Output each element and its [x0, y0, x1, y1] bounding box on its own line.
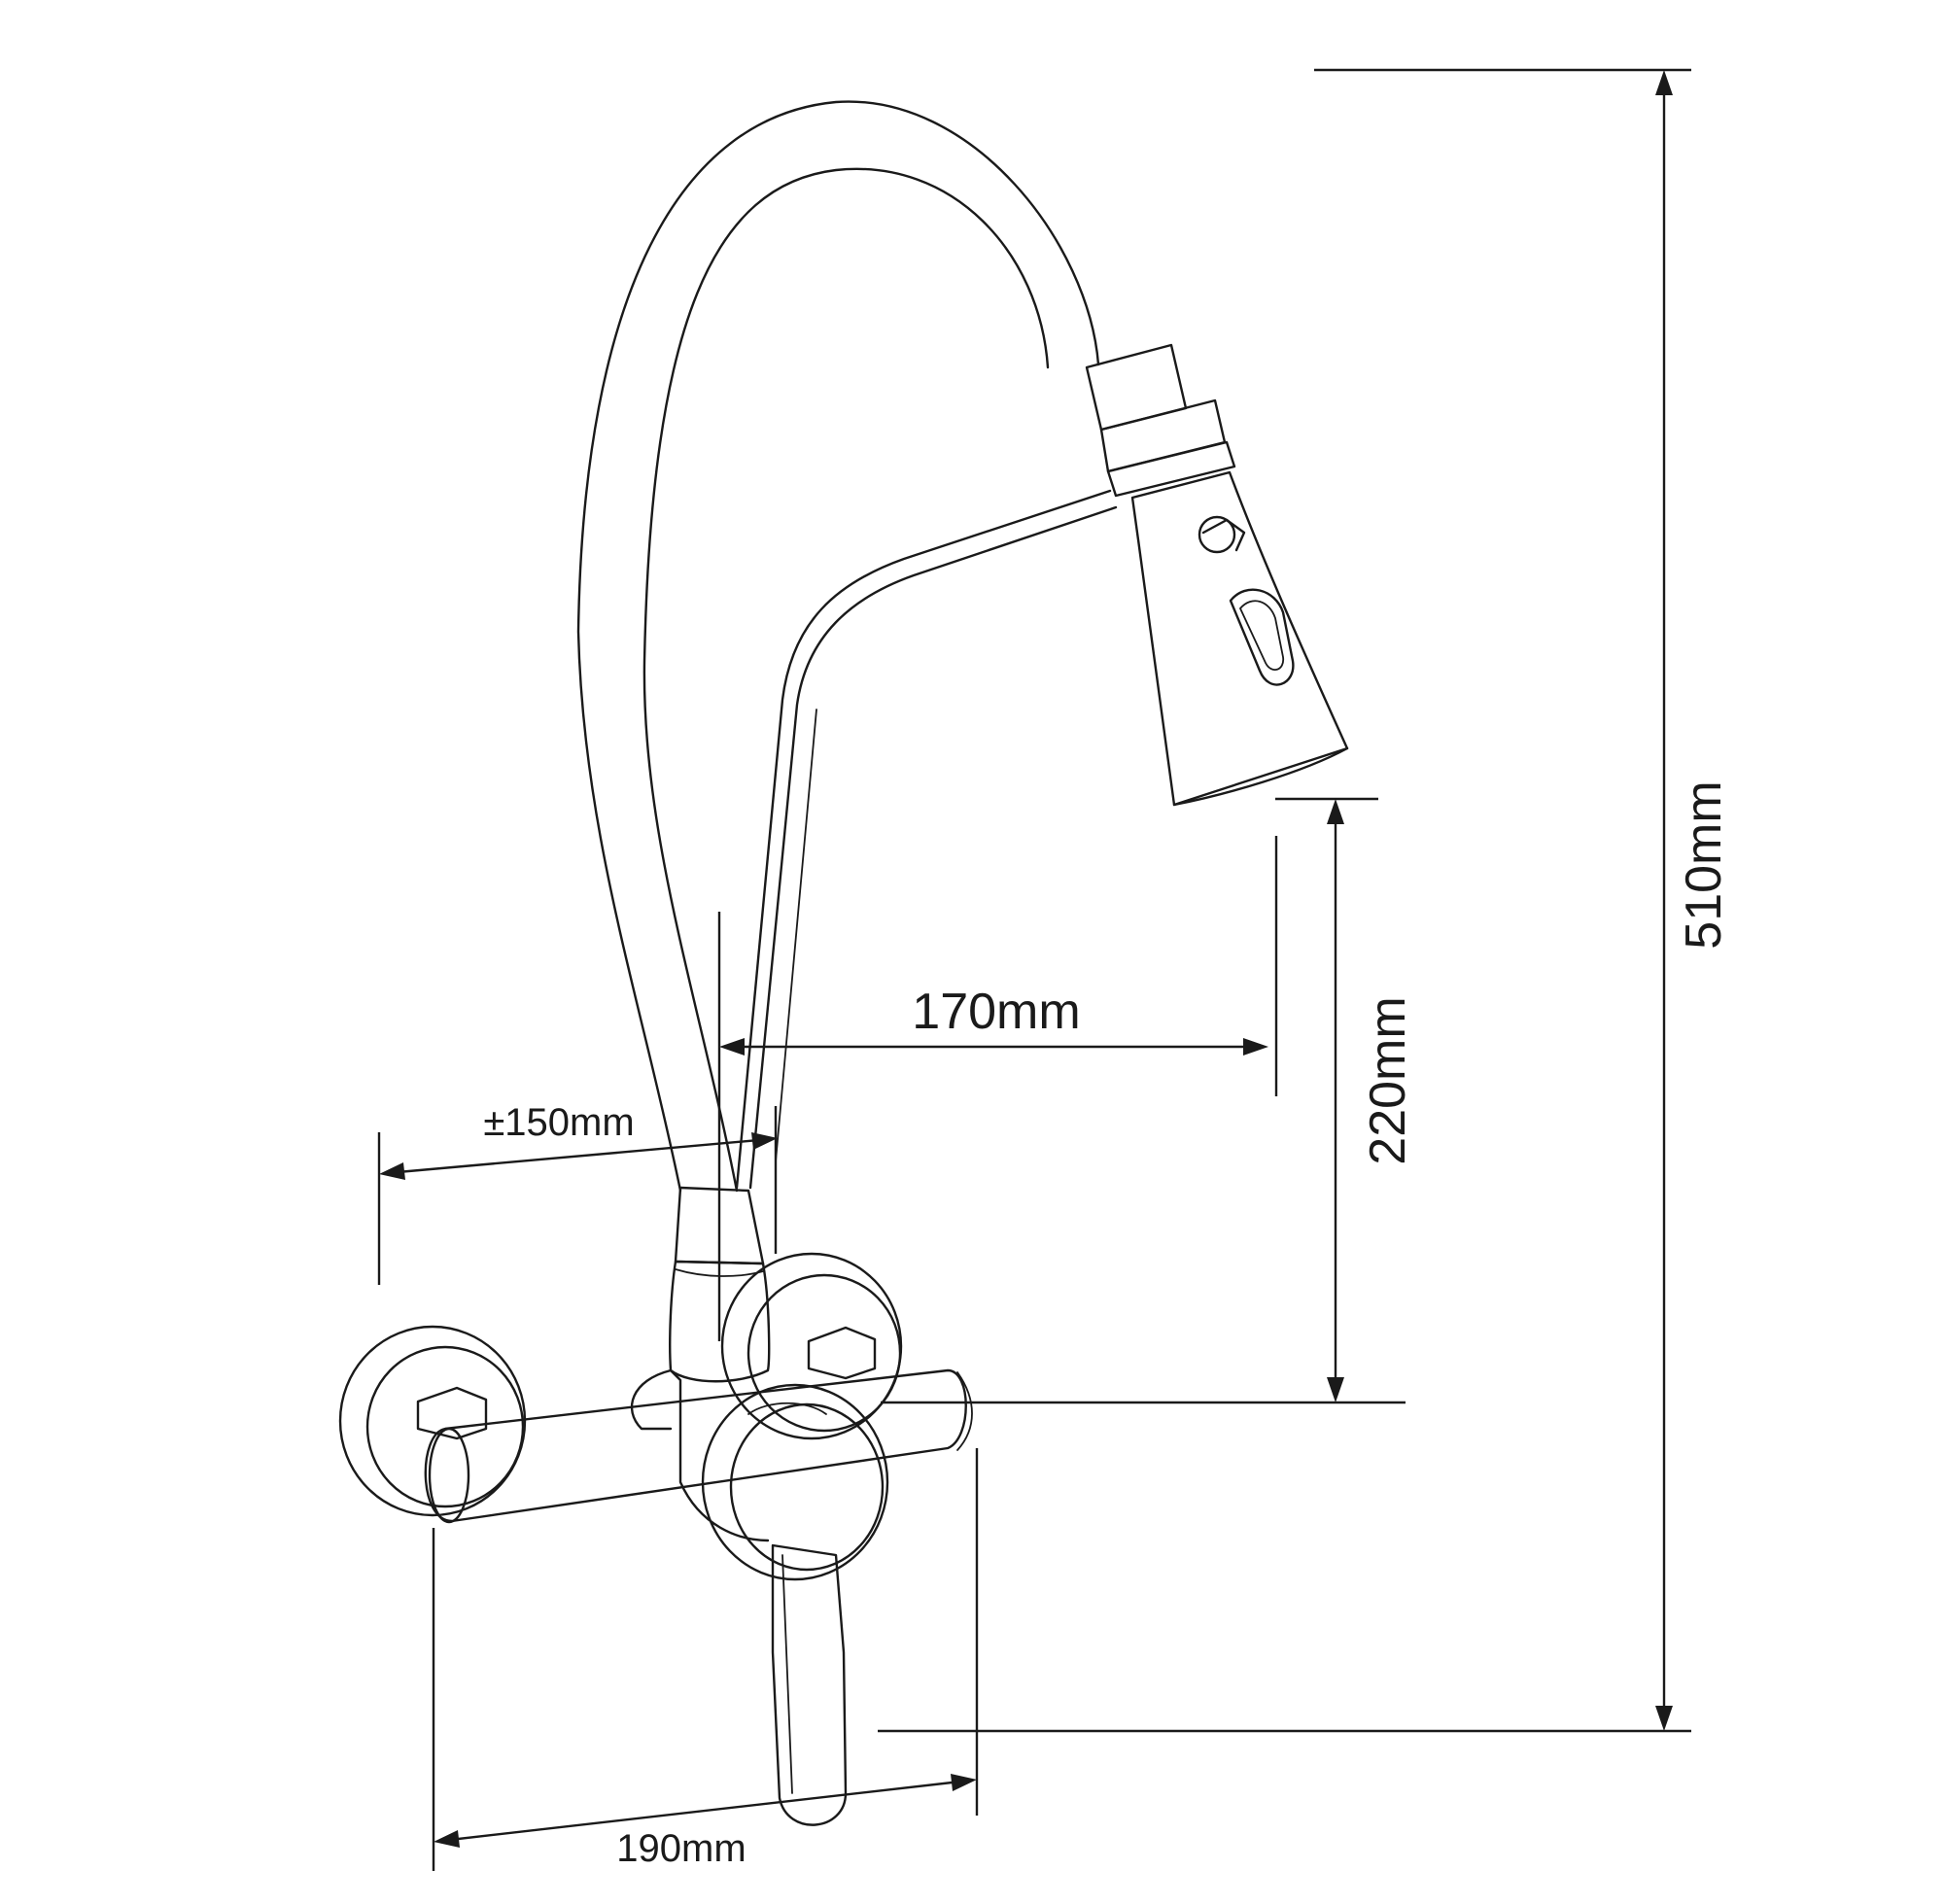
- flexible-spout-hose: [576, 100, 1118, 1193]
- dimension-body-width: 190mm: [432, 1448, 979, 1871]
- mixer-body: [424, 1368, 973, 1581]
- swivel-range-label: ±150mm: [483, 1101, 634, 1144]
- spout-reach-label: 170mm: [912, 984, 1080, 1040]
- lever-handle: [771, 1543, 848, 1826]
- dimension-total-height: 510mm: [878, 68, 1732, 1733]
- spray-mode-slot-icon: [1229, 588, 1295, 686]
- left-wall-escutcheon: [338, 1325, 527, 1517]
- body-width-label: 190mm: [616, 1827, 746, 1870]
- spray-button-icon: [1198, 515, 1246, 554]
- right-wall-escutcheon: [720, 1252, 903, 1440]
- dimension-spout-height: 220mm: [881, 797, 1416, 1404]
- dimension-spout-reach: 170mm: [717, 836, 1278, 1341]
- total-height-label: 510mm: [1676, 780, 1732, 949]
- spout-height-label: 220mm: [1360, 996, 1416, 1164]
- spray-head: [1085, 343, 1349, 807]
- dimension-swivel-range: ±150mm: [377, 1101, 778, 1285]
